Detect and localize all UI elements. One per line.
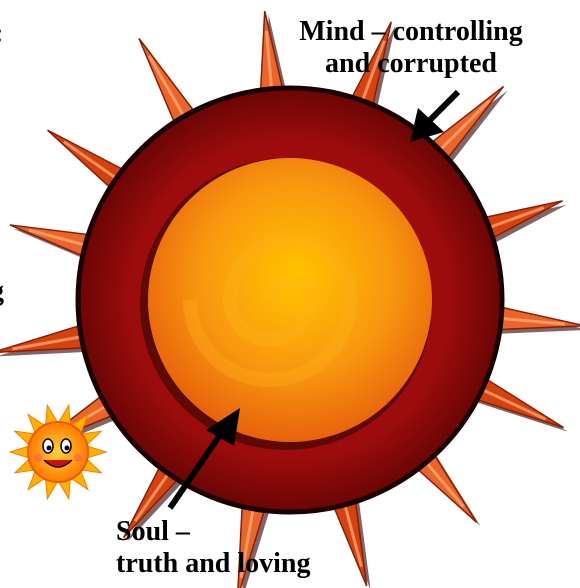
- left-edge-fragment: g: [0, 276, 4, 308]
- soul-label: Soul – truth and loving: [116, 516, 311, 580]
- mind-label-line1: Mind – controlling: [286, 16, 536, 48]
- soul-label-line1: Soul –: [116, 516, 311, 548]
- left-edge-fragment: :: [0, 18, 3, 50]
- mind-label-line2: and corrupted: [286, 48, 536, 80]
- soul-label-line2: truth and loving: [116, 548, 311, 580]
- mind-label: Mind – controlling and corrupted: [286, 16, 536, 80]
